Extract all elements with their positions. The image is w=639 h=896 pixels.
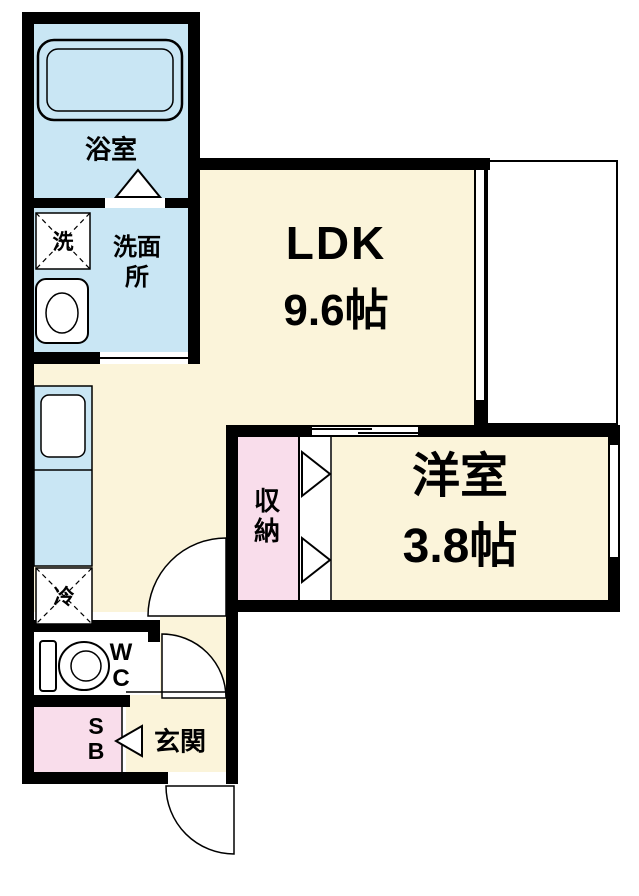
wc-door-swing-icon [161, 633, 227, 699]
wall-segment [22, 772, 168, 784]
label-refrigerator: 冷 [53, 586, 75, 609]
closet-floor [238, 437, 298, 600]
washbasin-icon [35, 278, 89, 344]
wall-segment [165, 198, 200, 208]
shoe-box-floor [34, 707, 122, 772]
entrance-door-swing-icon [165, 785, 235, 855]
label-washing-machine: 洗 [52, 231, 74, 254]
wall-segment [148, 632, 160, 642]
wall-segment [22, 695, 130, 707]
wall-segment [22, 352, 100, 364]
bath-door-icon [113, 168, 163, 198]
ldk-floor [200, 170, 474, 425]
wall-segment [226, 425, 312, 437]
wall-segment [226, 600, 620, 612]
label-western-room: 洋室 [411, 450, 509, 503]
label-toilet: WC [109, 639, 133, 692]
kitchen-counter-icon [33, 385, 93, 567]
washing-machine-icon [35, 212, 91, 270]
entrance-door-icon [113, 724, 143, 758]
wall-segment [22, 198, 105, 208]
wall-segment [608, 557, 620, 612]
label-entrance: 玄関 [153, 726, 207, 757]
western-room-window [608, 445, 620, 557]
toilet-icon [39, 640, 110, 692]
label-closet: 収納 [253, 486, 280, 546]
label-bathroom: 浴室 [84, 134, 138, 165]
closet-door-icon [301, 449, 332, 499]
label-shoe-box: SB [87, 713, 105, 764]
wall-segment [608, 425, 620, 445]
label-washroom: 洗面所 [113, 234, 161, 291]
wall-segment [226, 612, 238, 784]
refrigerator-icon [35, 567, 93, 625]
ldk-balcony-window [474, 170, 486, 400]
label-ldk: LDK [285, 217, 387, 269]
closet-door-icon [301, 535, 332, 585]
balcony [486, 160, 618, 425]
label-ldk-size: 9.6帖 [283, 286, 389, 335]
bathtub-icon [36, 38, 184, 122]
wall-segment [188, 12, 200, 364]
wall-segment [474, 400, 486, 425]
wall-segment [22, 12, 200, 24]
ldk-door-swing-icon [147, 537, 227, 617]
wall-segment [226, 425, 238, 612]
wall-segment [418, 425, 620, 437]
label-western-room-size: 3.8帖 [402, 520, 518, 573]
wall-segment [188, 158, 490, 170]
